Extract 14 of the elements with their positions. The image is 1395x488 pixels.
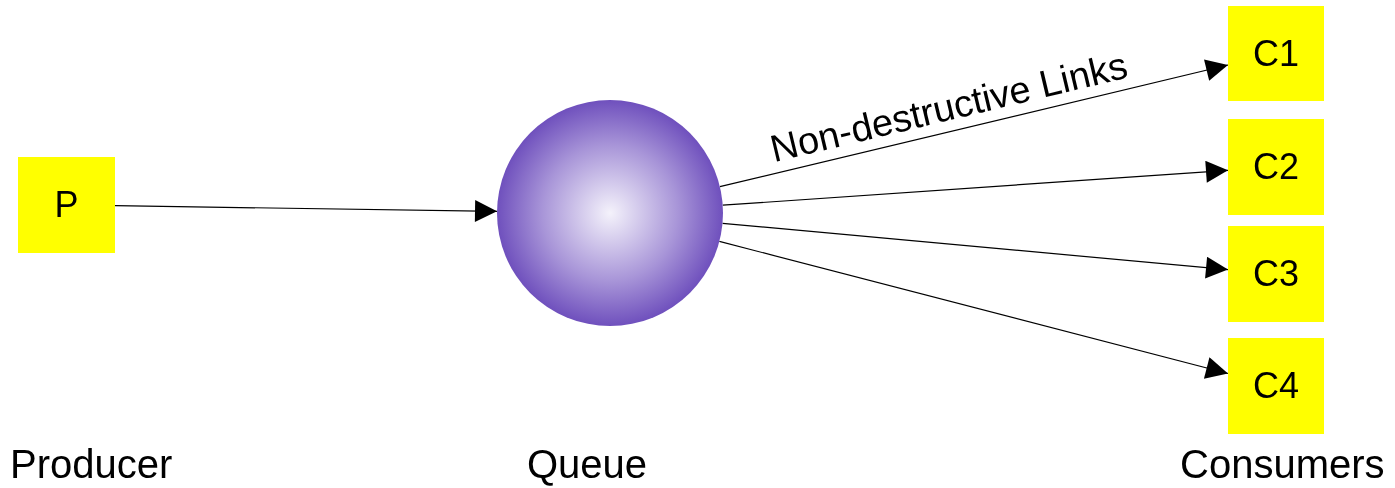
arrow xyxy=(719,59,1229,188)
caption-label: Queue xyxy=(527,442,648,487)
caption-label: Producer xyxy=(10,442,173,487)
arrow xyxy=(721,222,1229,279)
process-box: C2 xyxy=(1228,119,1324,215)
arrow xyxy=(722,160,1229,206)
process-box: C4 xyxy=(1228,338,1324,434)
process-box: P xyxy=(18,157,115,253)
process-box: C3 xyxy=(1228,226,1324,322)
arrow xyxy=(114,200,498,222)
queue-circle xyxy=(497,100,723,326)
caption-label: Consumers xyxy=(1180,442,1385,487)
process-box: C1 xyxy=(1228,6,1324,101)
arrow xyxy=(718,240,1229,379)
